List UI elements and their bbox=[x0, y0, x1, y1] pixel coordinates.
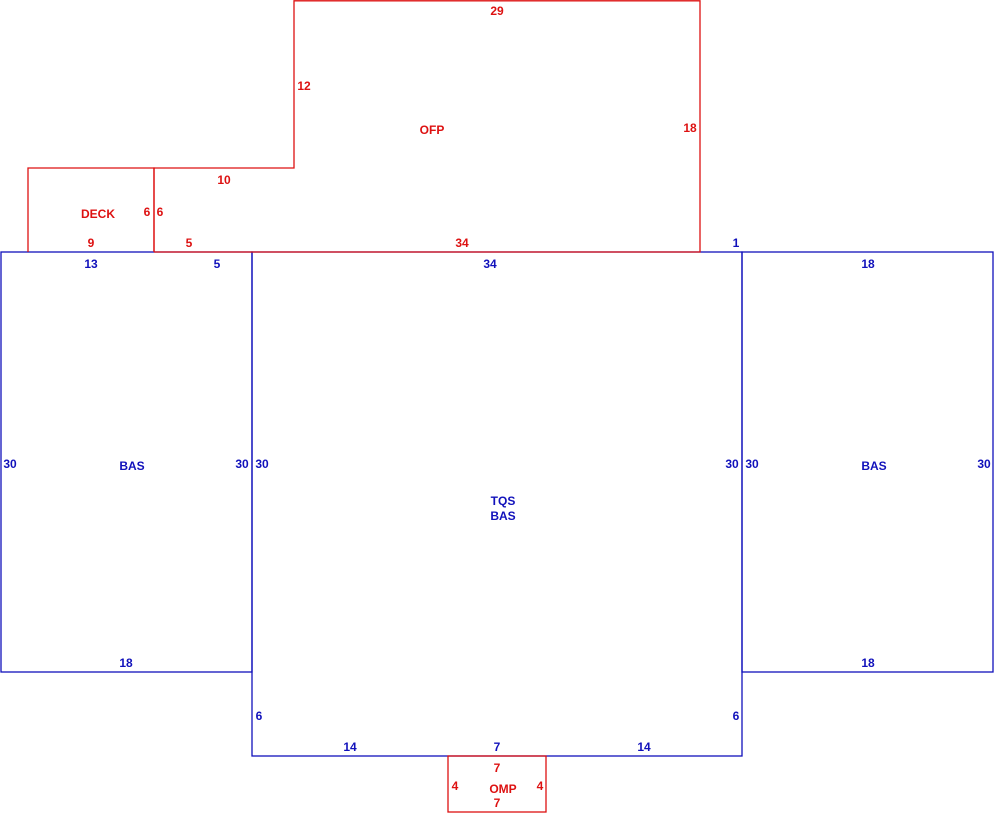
tqs-dim-lower-right: 6 bbox=[733, 709, 740, 723]
tqs-dim-bottom-left: 14 bbox=[343, 740, 357, 754]
deck-dim-bottom: 9 bbox=[88, 236, 95, 250]
bas-right-dim-bottom: 18 bbox=[861, 656, 875, 670]
bas-right-dim-top: 18 bbox=[861, 257, 875, 271]
bas-left-dim-top-b: 5 bbox=[214, 257, 221, 271]
deck-label: DECK bbox=[81, 207, 115, 221]
tqs-dim-lower-left: 6 bbox=[256, 709, 263, 723]
omp-dim-bottom: 7 bbox=[494, 796, 501, 810]
tqs-dim-bottom-mid: 7 bbox=[494, 740, 501, 754]
tqs-dim-bottom-right: 14 bbox=[637, 740, 651, 754]
tqs-bas-label: BAS bbox=[490, 509, 515, 523]
ofp-dim-bottom: 34 bbox=[455, 236, 469, 250]
tqs-dim-top-right: 1 bbox=[733, 236, 740, 250]
bas-right-dim-right: 30 bbox=[977, 457, 991, 471]
bas-right-dim-left: 30 bbox=[745, 457, 759, 471]
bas-left-dim-top-a: 13 bbox=[84, 257, 98, 271]
bas-left-dim-left: 30 bbox=[3, 457, 17, 471]
ofp-dim-top: 29 bbox=[490, 4, 504, 18]
omp-outline bbox=[447, 755, 547, 813]
tqs-label: TQS bbox=[491, 494, 516, 508]
bas-left-dim-bottom: 18 bbox=[119, 656, 133, 670]
bas-right-label: BAS bbox=[861, 459, 886, 473]
deck-dim-left: 6 bbox=[157, 205, 164, 219]
deck-dim-bottom-right: 5 bbox=[186, 236, 193, 250]
omp-dim-left: 4 bbox=[452, 779, 459, 793]
bas-left-label: BAS bbox=[119, 459, 144, 473]
tqs-dim-top: 34 bbox=[483, 257, 497, 271]
deck-outline bbox=[27, 167, 155, 252]
tqs-dim-left: 30 bbox=[255, 457, 269, 471]
deck-dim-right: 6 bbox=[144, 205, 151, 219]
bas-left-dim-right: 30 bbox=[235, 457, 249, 471]
ofp-label: OFP bbox=[420, 123, 445, 137]
ofp-dim-left-upper: 12 bbox=[297, 79, 311, 93]
ofp-dim-step: 10 bbox=[217, 173, 231, 187]
omp-dim-right: 4 bbox=[537, 779, 544, 793]
omp-label: OMP bbox=[489, 782, 516, 796]
ofp-dim-right: 18 bbox=[683, 121, 697, 135]
omp-dim-top: 7 bbox=[494, 761, 501, 775]
tqs-dim-right: 30 bbox=[725, 457, 739, 471]
